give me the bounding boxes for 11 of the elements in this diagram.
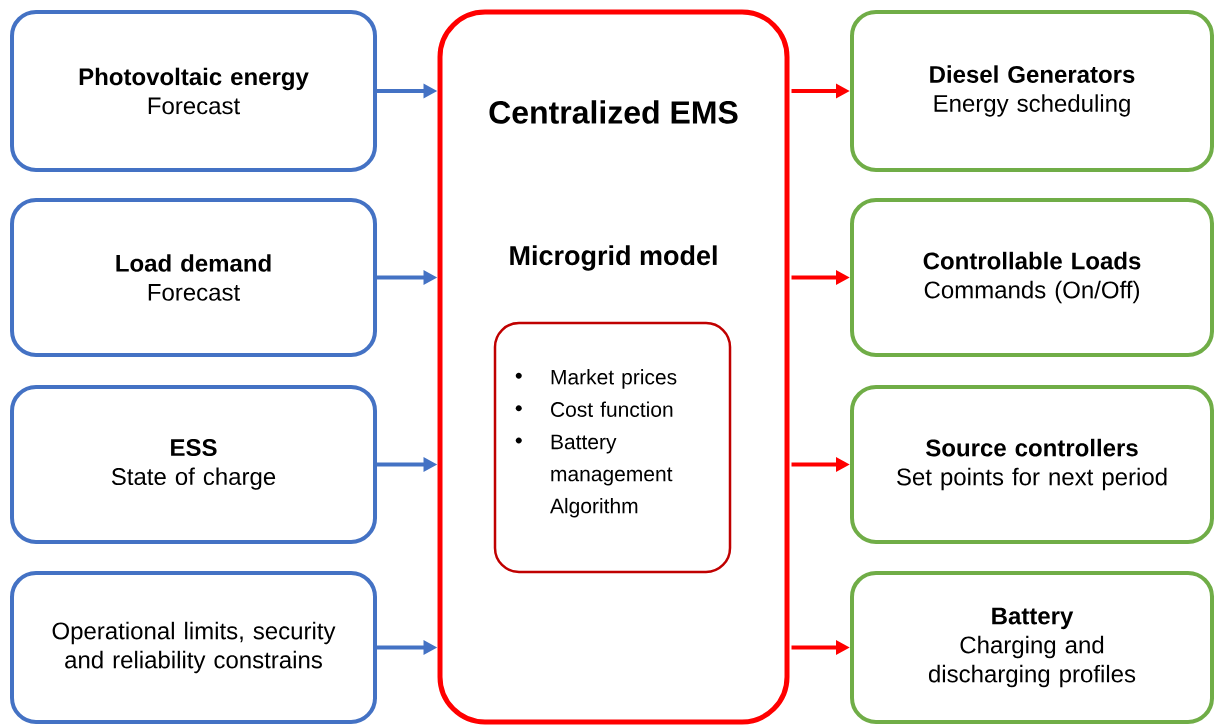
input-box: Source controllers Set points for next period (850, 385, 1214, 544)
input-box: Photovoltaic energy Forecast (10, 10, 377, 172)
input-box: Operational limits, security and reliability constrains (10, 571, 377, 724)
input-box: Battery Charging and discharging profiles (850, 571, 1214, 724)
input-box: Diesel Generators Energy scheduling (850, 10, 1214, 172)
list-item: Battery management Algorithm (550, 434, 673, 518)
list-item: Market prices (551, 369, 677, 389)
input-box: Controllable Loads Commands (On/Off) (850, 198, 1214, 357)
input-box: Load demand Forecast (10, 198, 377, 357)
input-box: ESS State of charge (10, 385, 377, 544)
list-item: Cost function (551, 401, 673, 417)
